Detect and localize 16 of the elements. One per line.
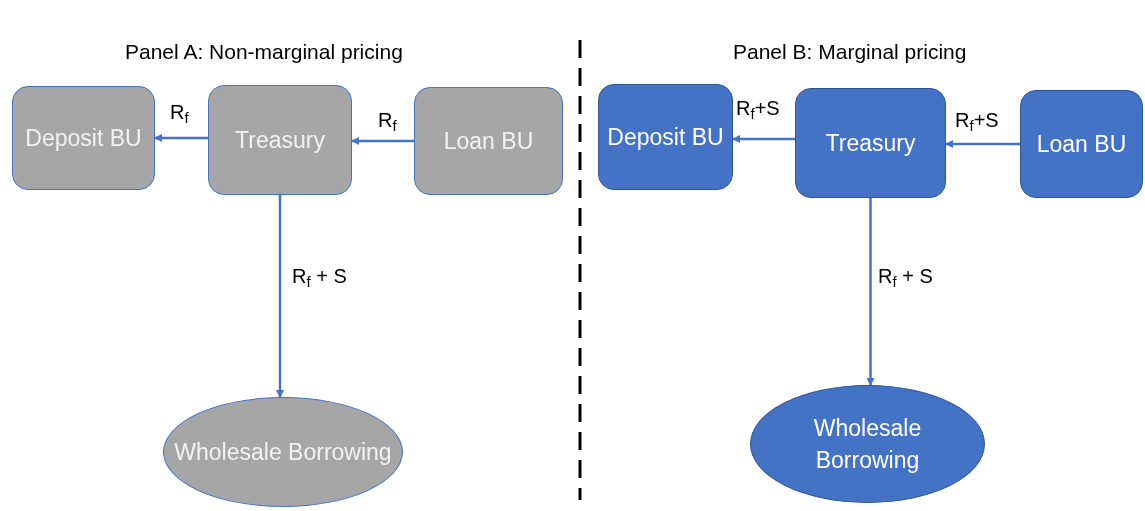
arrow xyxy=(732,135,795,143)
rounded-box: Treasury xyxy=(795,88,946,198)
arrow xyxy=(351,137,414,145)
arrow xyxy=(866,198,875,386)
rounded-box: Treasury xyxy=(208,85,352,195)
arrow xyxy=(945,140,1020,148)
ellipse-node: Wholesale Borrowing xyxy=(750,385,985,503)
rounded-box: Deposit BU xyxy=(598,84,733,190)
rounded-box: Loan BU xyxy=(414,87,563,195)
rounded-box: Deposit BU xyxy=(12,86,155,190)
ellipse-node: Wholesale Borrowing xyxy=(163,397,403,507)
panel-title: Panel A: Non-marginal pricing xyxy=(125,39,403,65)
arrow xyxy=(276,195,284,398)
arrow xyxy=(154,134,208,142)
rounded-box: Loan BU xyxy=(1020,90,1143,198)
panel-title: Panel B: Marginal pricing xyxy=(733,39,967,65)
